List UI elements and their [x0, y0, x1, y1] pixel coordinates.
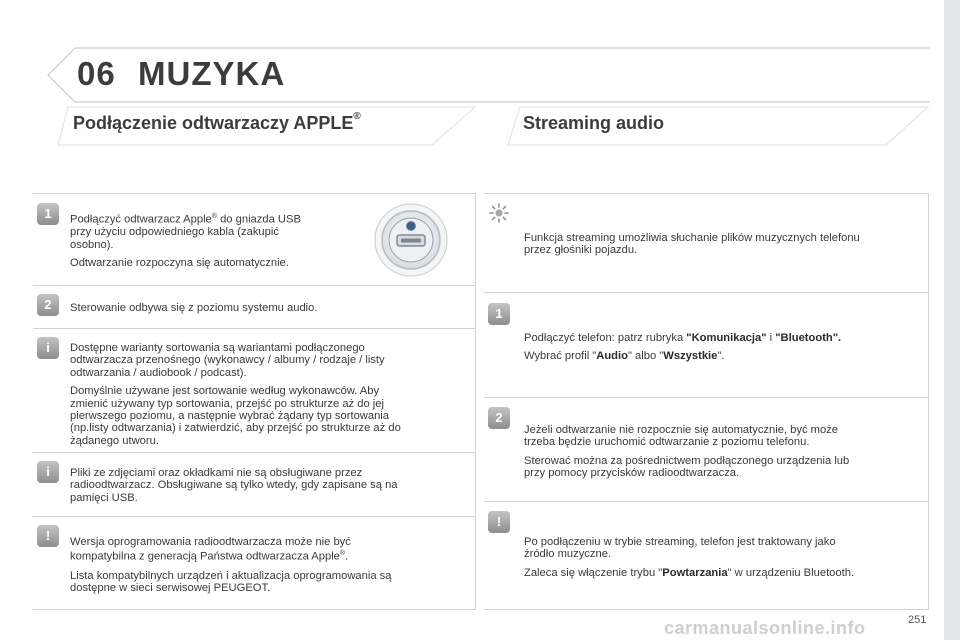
usb-port-icon: [374, 203, 448, 277]
info-photos-text: Pliki ze zdjęciami oraz okładkami nie są…: [70, 467, 398, 504]
connect-phone-text: Podłączyć telefon: patrz rubryka "Komuni…: [524, 332, 842, 363]
info-icon: i: [37, 337, 59, 359]
warning-icon: !: [37, 525, 59, 547]
step-1-block: 1 Podłączyć odtwarzacz Apple® do gniazda…: [33, 193, 475, 285]
header-decoration: [47, 47, 930, 146]
page-number: 251: [908, 614, 927, 626]
tip-text: Funkcja streaming umożliwia słuchanie pl…: [524, 232, 860, 257]
warning-compat-block: ! Wersja oprogramowania radioodtwarzacza…: [33, 516, 475, 610]
info-icon: i: [37, 461, 59, 483]
step-2-block: 2 Sterowanie odbywa się z poziomu system…: [33, 285, 475, 328]
chapter-edge-tab: [944, 0, 960, 640]
warning-icon: !: [488, 511, 510, 533]
right-section-title: Streaming audio: [523, 113, 665, 133]
step-1-icon: 1: [488, 303, 510, 325]
warning-streaming-text: Po podłączeniu w trybie streaming, telef…: [524, 536, 855, 579]
info-sorting-block: i Dostępne warianty sortowania są warian…: [33, 328, 475, 452]
tip-block: Funkcja streaming umożliwia słuchanie pl…: [484, 193, 928, 292]
warning-compat-text: Wersja oprogramowania radioodtwarzacza m…: [70, 536, 392, 594]
chapter-title: MUZYKA: [138, 55, 286, 92]
chapter-number: 06: [77, 55, 116, 92]
step-2-block: 2 Jeżeli odtwarzanie nie rozpocznie się …: [484, 397, 928, 501]
step-1-block: 1 Podłączyć telefon: patrz rubryka "Komu…: [484, 292, 928, 397]
right-column: Funkcja streaming umożliwia słuchanie pl…: [484, 193, 929, 610]
left-section-title: Podłączenie odtwarzaczy APPLE®: [73, 111, 361, 133]
playback-text: Jeżeli odtwarzanie nie rozpocznie się au…: [524, 424, 850, 480]
step-2-text: Sterowanie odbywa się z poziomu systemu …: [70, 302, 318, 314]
info-sorting-text: Dostępne warianty sortowania są warianta…: [70, 342, 401, 447]
watermark: carmanualsonline.info: [664, 618, 866, 638]
lightbulb-tip-icon: [489, 203, 509, 223]
step-2-icon: 2: [37, 294, 59, 316]
step-2-icon: 2: [488, 407, 510, 429]
left-column: 1 Podłączyć odtwarzacz Apple® do gniazda…: [33, 193, 476, 610]
step-1-text: Podłączyć odtwarzacz Apple® do gniazda U…: [70, 213, 301, 269]
info-photos-block: i Pliki ze zdjęciami oraz okładkami nie …: [33, 452, 475, 516]
step-1-icon: 1: [37, 203, 59, 225]
warning-streaming-block: ! Po podłączeniu w trybie streaming, tel…: [484, 501, 928, 610]
